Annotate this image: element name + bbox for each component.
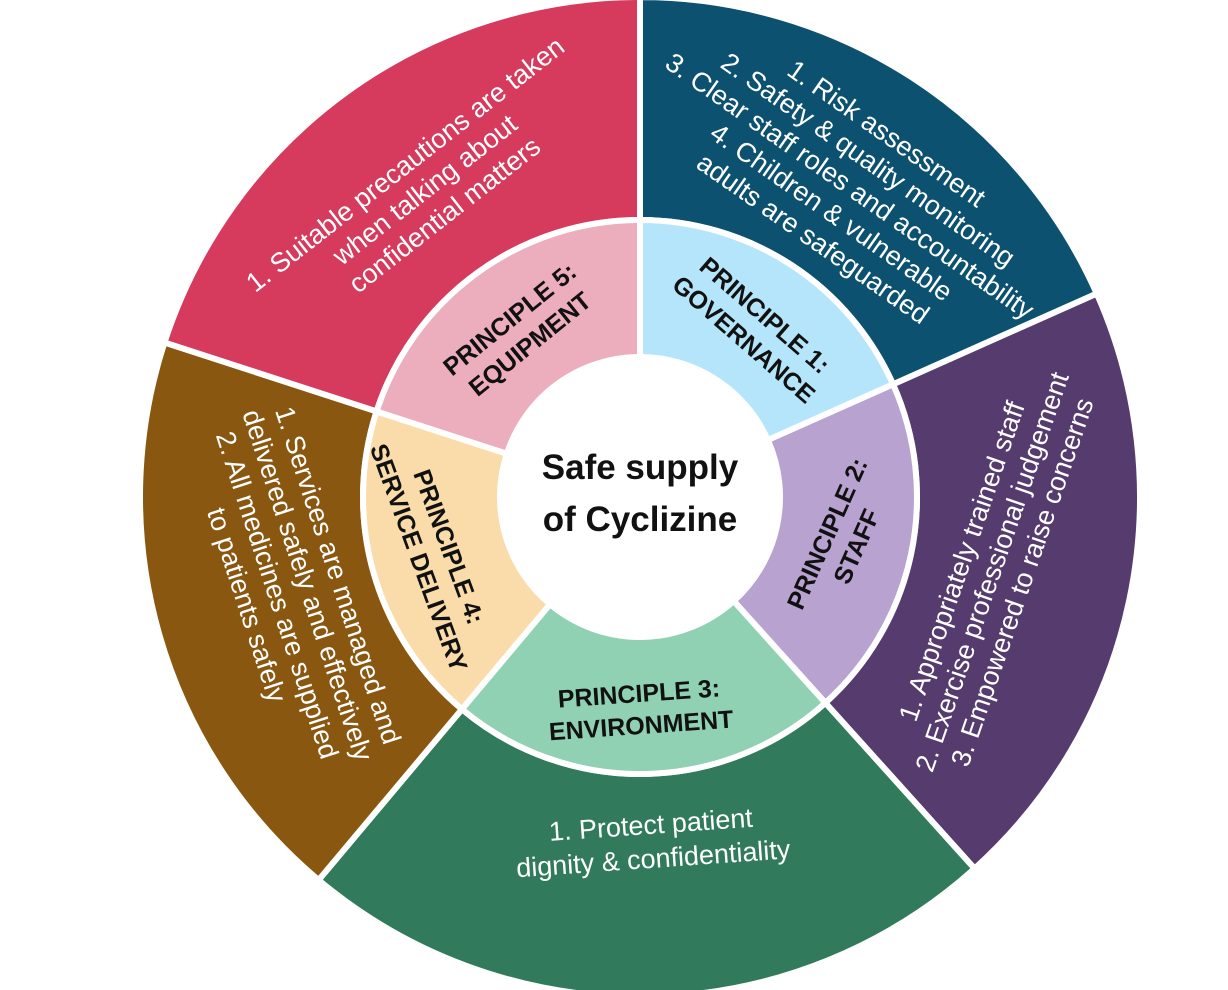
center-title-line: Safe supply [542, 448, 739, 487]
center-title-line: of Cyclizine [543, 500, 737, 539]
center-title: Safe supply of Cyclizine [542, 448, 739, 539]
outer-ring [137, 0, 1143, 990]
inner-ring [360, 216, 920, 777]
center-circle [500, 357, 780, 637]
